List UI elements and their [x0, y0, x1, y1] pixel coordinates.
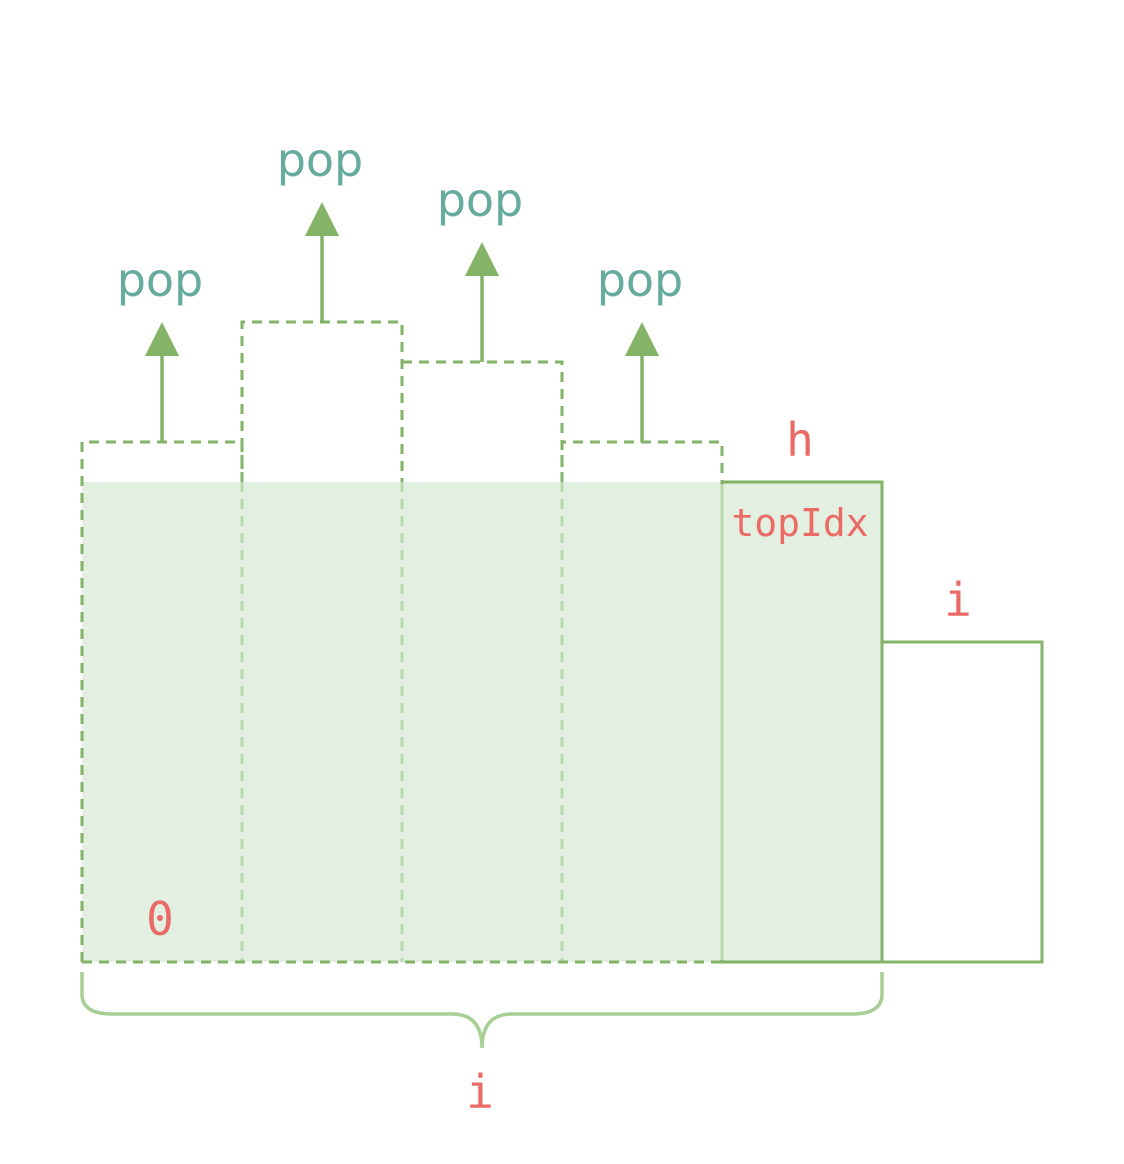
pop-label-4: pop [597, 253, 684, 307]
pop-label-1: pop [117, 253, 204, 307]
current-bar-i [882, 640, 1044, 964]
popped-bar-2-top [240, 320, 404, 482]
h-label: h [786, 413, 814, 467]
pop-arrows [145, 202, 659, 442]
pop-arrow-4 [625, 322, 659, 442]
zero-label: 0 [146, 892, 174, 946]
top-idx-label: topIdx [731, 501, 868, 545]
shaded-region [82, 482, 882, 962]
popped-bar-4-top [560, 440, 724, 482]
i-label-top: i [944, 573, 972, 627]
pop-arrow-3 [465, 242, 499, 362]
pop-arrow-1 [145, 322, 179, 442]
pop-label-2: pop [277, 133, 364, 187]
pop-label-3: pop [437, 173, 524, 227]
popped-bar-3-top [402, 360, 564, 482]
i-label-bottom: i [466, 1065, 494, 1119]
range-brace [80, 972, 884, 1049]
pop-arrow-2 [305, 202, 339, 322]
